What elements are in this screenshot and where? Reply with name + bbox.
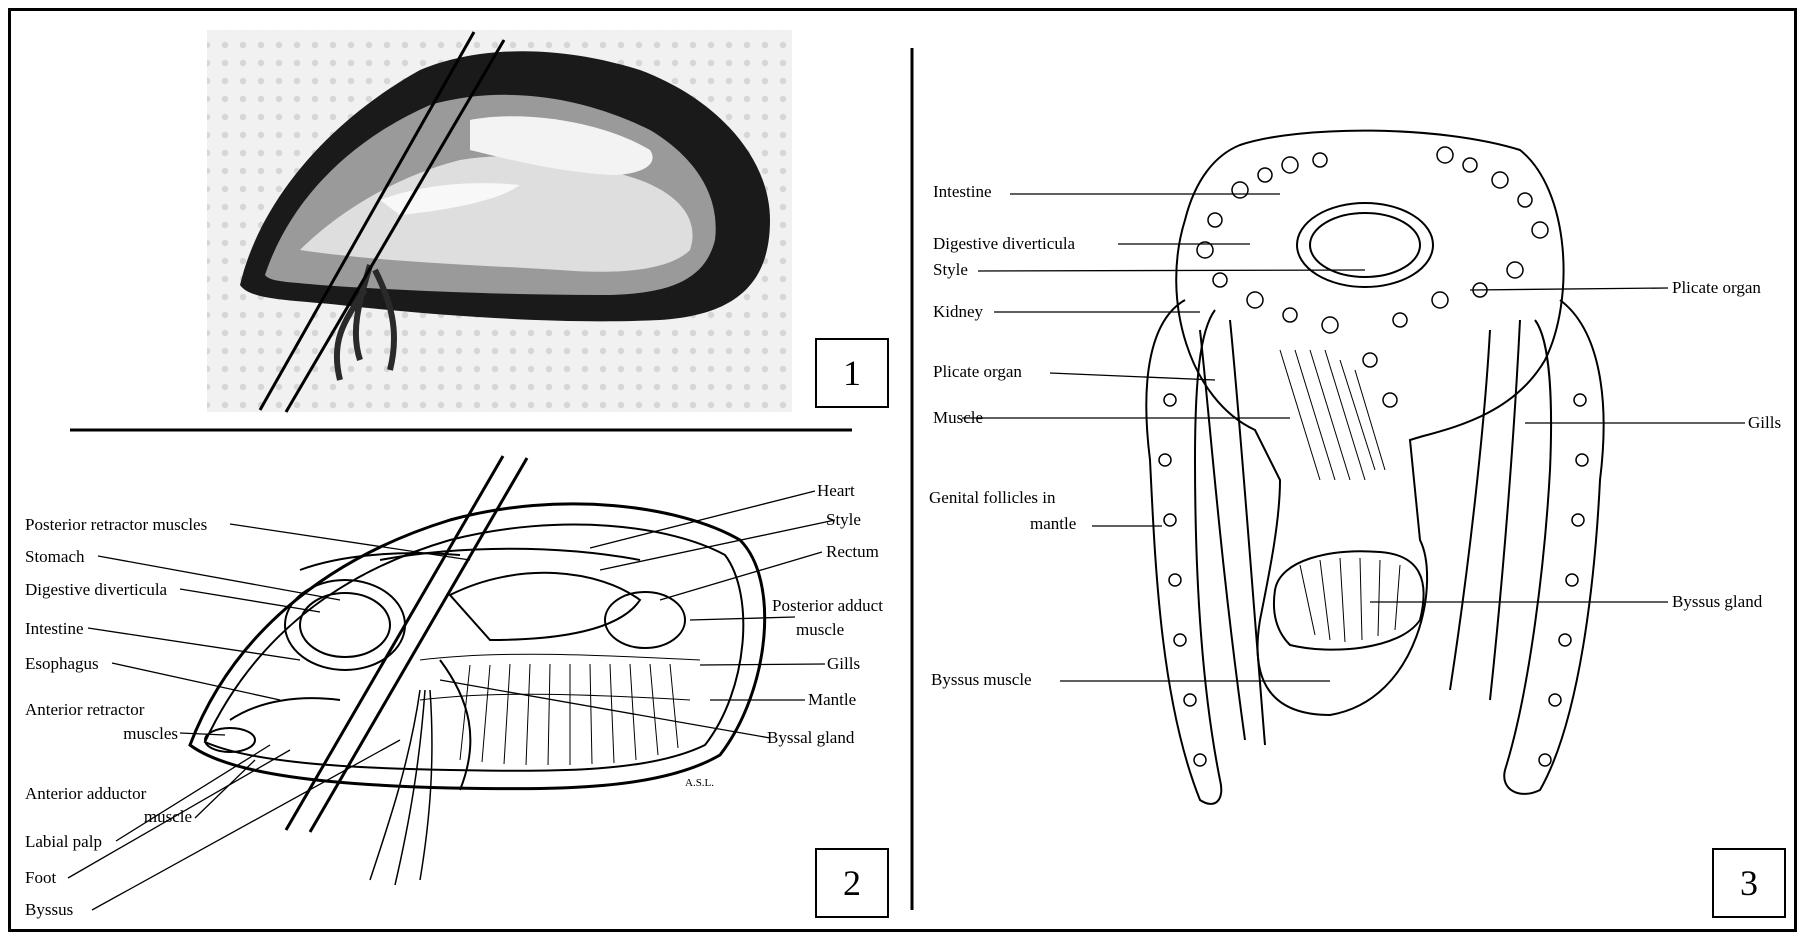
style-ellipse xyxy=(1297,203,1433,287)
label-plicate-organ-right: Plicate organ xyxy=(1672,278,1761,297)
label-genital-2: mantle xyxy=(1030,514,1076,533)
label-plicate-organ-left: Plicate organ xyxy=(933,362,1022,381)
label-muscle: Muscle xyxy=(933,408,983,427)
label-style-p3: Style xyxy=(933,260,968,279)
label-byssus-muscle: Byssus muscle xyxy=(931,670,1032,689)
label-intestine-p3: Intestine xyxy=(933,182,992,201)
right-mantle xyxy=(1504,300,1603,794)
body-outline xyxy=(1176,131,1563,715)
left-mantle xyxy=(1146,300,1221,804)
panel-number-3-text: 3 xyxy=(1740,862,1758,904)
byssus-gland xyxy=(1274,551,1424,649)
label-kidney: Kidney xyxy=(933,302,983,321)
label-genital-1: Genital follicles in xyxy=(929,488,1056,507)
label-gills-p3: Gills xyxy=(1748,413,1781,432)
panel-number-3: 3 xyxy=(1712,848,1786,918)
label-byssus-gland: Byssus gland xyxy=(1672,592,1762,611)
label-digestive-diverticula-p3: Digestive diverticula xyxy=(933,234,1075,253)
